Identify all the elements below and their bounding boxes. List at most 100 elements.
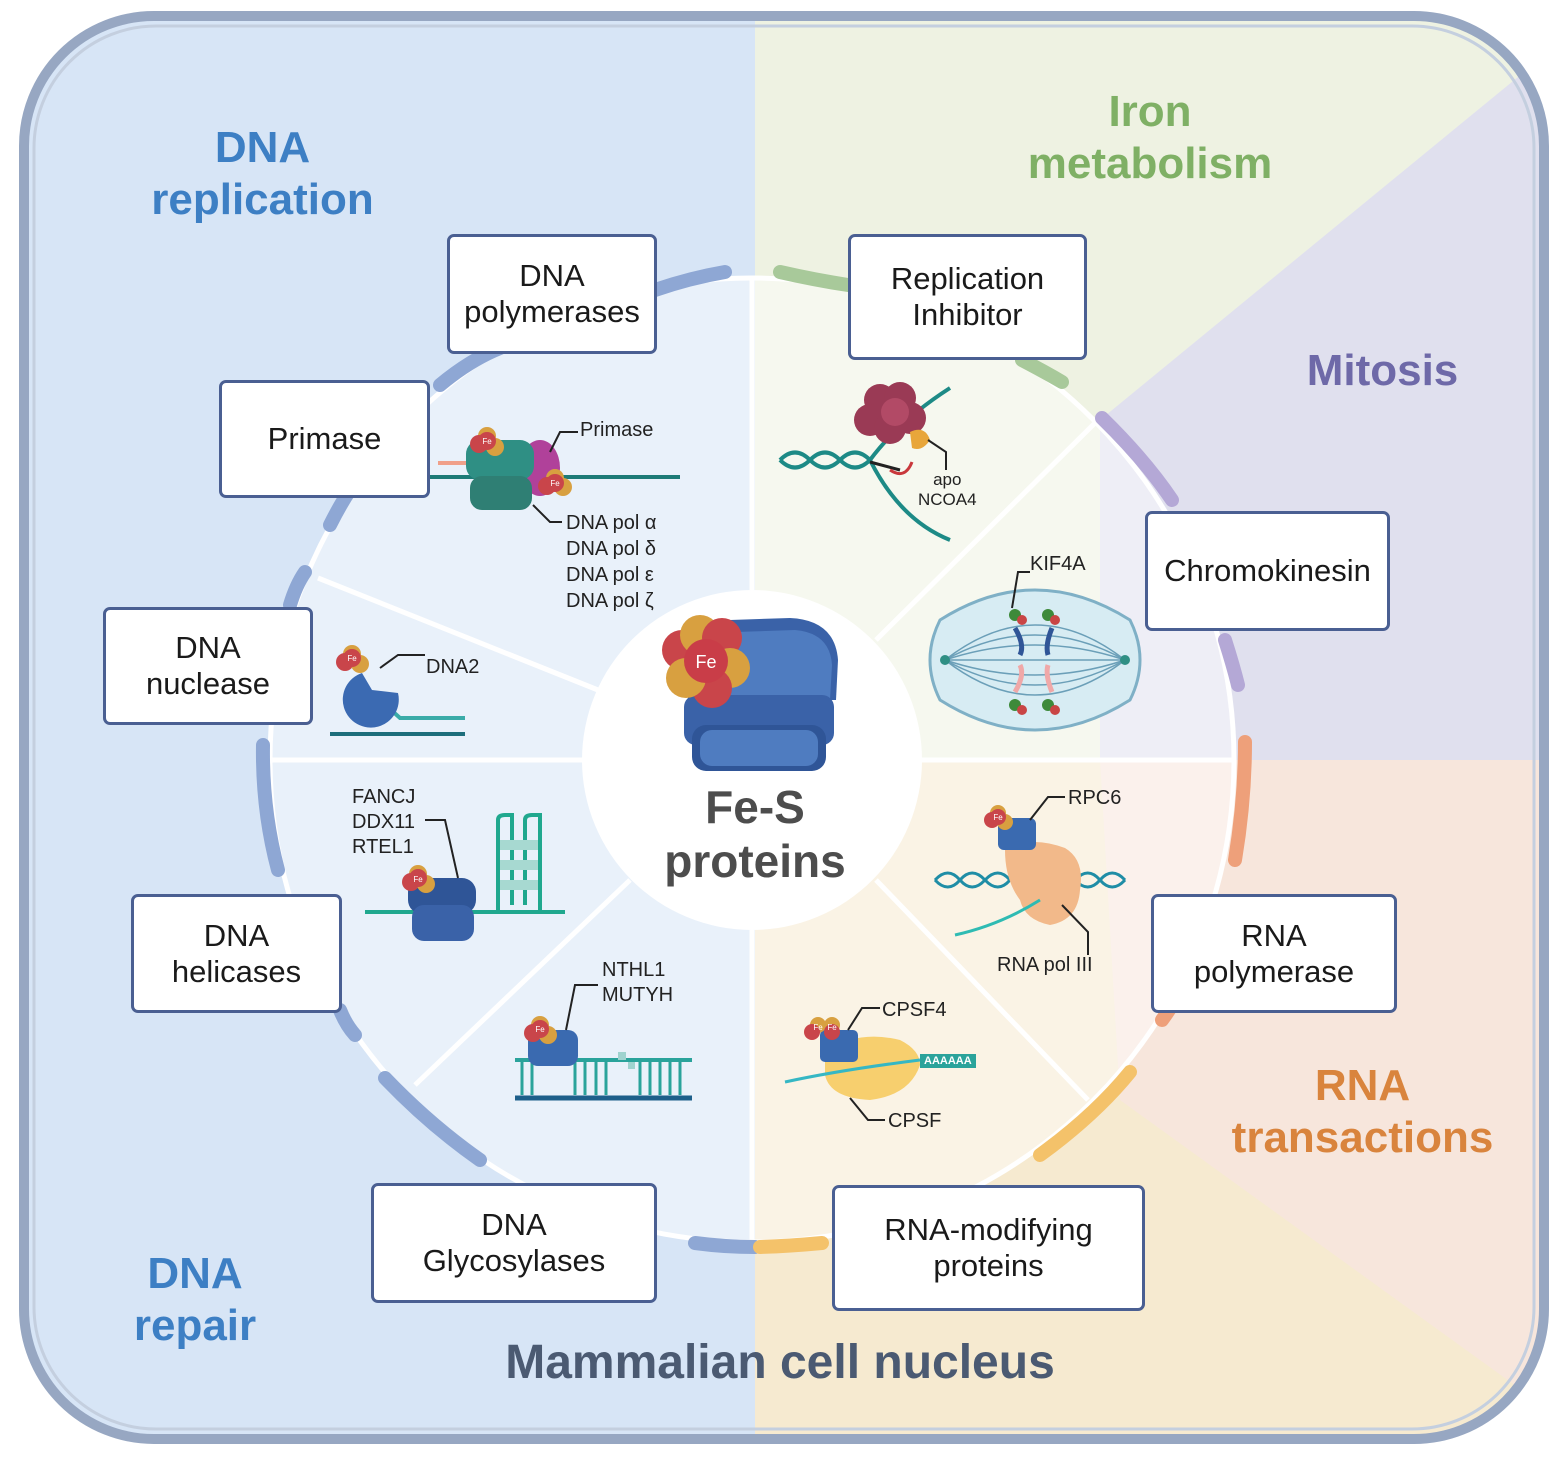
category-line: DNA xyxy=(214,123,311,172)
category-line: Iron xyxy=(1108,87,1192,136)
box-line: Replication xyxy=(890,261,1045,296)
label-text: RTEL1 xyxy=(352,836,414,858)
center-title-line: proteins xyxy=(664,835,846,887)
fe-marker-text: Fe xyxy=(993,813,1003,822)
fe-marker-text: Fe xyxy=(482,437,492,446)
label-glycosylase-genes: NTHL1 MUTYH xyxy=(602,958,673,1008)
box-line: RNA-modifying xyxy=(884,1212,1093,1247)
arc-chromokinesin xyxy=(1218,633,1245,692)
label-helicase-genes: FANCJ DDX11 RTEL1 xyxy=(352,785,415,860)
label-text: DNA pol ε xyxy=(566,564,654,586)
cpsf-illustration xyxy=(784,1007,976,1121)
arc-iron xyxy=(773,265,855,292)
label-dna-pols: DNA pol α DNA pol δ DNA pol ε DNA pol ζ xyxy=(566,510,657,614)
label-text: KIF4A xyxy=(1030,553,1086,575)
label-cpsf: CPSF xyxy=(888,1109,941,1134)
arc-mitosis xyxy=(1095,411,1179,507)
ncoa4-illustration xyxy=(778,382,952,542)
label-text: DNA pol ζ xyxy=(566,590,654,612)
category-line: Mitosis xyxy=(1306,346,1459,395)
fe-marker-text: Fe xyxy=(347,654,357,663)
arc-bottom-blue xyxy=(688,1236,762,1254)
center-title: Fe-S proteins xyxy=(620,780,890,888)
box-dna-polymerases: DNA polymerases xyxy=(447,234,657,354)
label-text: DNA pol δ xyxy=(566,538,657,560)
box-chromokinesin: Chromokinesin xyxy=(1145,511,1390,631)
label-text: RNA pol III xyxy=(997,954,1093,976)
primase-illustration xyxy=(430,427,680,523)
category-rna-transactions: RNA transactions xyxy=(1225,1060,1500,1164)
fe-marker-text: Fe xyxy=(813,1023,823,1032)
box-rna-modifying-proteins: RNA-modifying proteins xyxy=(832,1185,1145,1311)
box-line: DNA xyxy=(519,258,585,293)
arc-helicases xyxy=(255,738,285,877)
label-text: DNA pol α xyxy=(566,512,657,534)
label-text: RPC6 xyxy=(1068,787,1122,809)
dna2-illustration xyxy=(330,645,465,736)
box-line: Chromokinesin xyxy=(1164,553,1371,588)
spindle-illustration xyxy=(928,571,1142,732)
spokes xyxy=(270,280,1234,1242)
arc-helicases-2 xyxy=(333,1003,362,1042)
box-line: Glycosylases xyxy=(422,1243,606,1278)
label-text: DNA2 xyxy=(426,656,480,678)
category-mitosis: Mitosis xyxy=(1290,345,1475,397)
box-line: proteins xyxy=(933,1248,1044,1283)
category-line: metabolism xyxy=(1027,139,1273,188)
arc-dna-polymerases-2 xyxy=(648,265,732,297)
fe-marker-text: Fe xyxy=(827,1023,837,1032)
category-dna-repair: DNA repair xyxy=(110,1248,280,1352)
label-primase: Primase xyxy=(580,418,653,443)
box-line: DNA xyxy=(481,1207,547,1242)
center-fe-text: Fe xyxy=(695,652,716,672)
arc-iron-2 xyxy=(1015,353,1069,389)
label-text: DDX11 xyxy=(352,811,415,833)
arc-bottom-yellow xyxy=(753,1236,829,1254)
center-fe-cluster xyxy=(662,615,750,708)
rnapol-illustration xyxy=(933,796,1127,955)
label-dna2: DNA2 xyxy=(426,655,479,680)
category-line: DNA xyxy=(147,1249,243,1298)
category-line: repair xyxy=(133,1301,257,1350)
category-line: transactions xyxy=(1231,1113,1494,1162)
box-line: helicases xyxy=(171,953,302,989)
box-dna-helicases: DNA helicases xyxy=(131,894,342,1013)
label-text: Primase xyxy=(580,419,654,441)
box-line: Inhibitor xyxy=(912,297,1023,332)
label-kif4a: KIF4A xyxy=(1030,552,1086,577)
arc-rna-polymerase-2 xyxy=(1228,735,1252,867)
box-dna-glycosylases: DNA Glycosylases xyxy=(371,1183,657,1303)
label-text: apo xyxy=(933,470,962,489)
center-title-line: Fe-S xyxy=(705,781,805,833)
label-text: AAAAAA xyxy=(924,1055,972,1067)
nuclear-envelope-outer xyxy=(19,11,1549,1444)
fe-marker-text: Fe xyxy=(413,875,423,884)
box-replication-inhibitor: Replication Inhibitor xyxy=(848,234,1087,360)
category-dna-replication: DNA replication xyxy=(130,122,395,226)
box-line: nuclease xyxy=(145,666,271,701)
label-text: NCOA4 xyxy=(918,490,977,509)
arc-rna-modifying xyxy=(1033,1065,1137,1162)
helicase-illustration xyxy=(365,813,565,941)
label-text: CPSF xyxy=(888,1110,942,1132)
label-text: MUTYH xyxy=(602,984,674,1006)
label-rna-pol-iii: RNA pol III xyxy=(997,953,1093,978)
box-line: Primase xyxy=(267,421,382,456)
box-line: DNA xyxy=(203,917,270,953)
label-text: CPSF4 xyxy=(882,999,947,1021)
nucleus-label: Mammalian cell nucleus xyxy=(505,1336,1055,1389)
label-rpc6: RPC6 xyxy=(1068,786,1121,811)
arc-nuclease xyxy=(283,565,312,612)
box-line: RNA xyxy=(1241,917,1307,953)
label-text: NTHL1 xyxy=(602,959,666,981)
arc-glycosylases xyxy=(378,1071,487,1167)
box-primase: Primase xyxy=(219,380,430,498)
fe-marker-text: Fe xyxy=(550,479,560,488)
box-rna-polymerase: RNA polymerase xyxy=(1151,894,1397,1013)
label-text: FANCJ xyxy=(352,786,416,808)
box-line: polymerase xyxy=(1193,953,1355,989)
fe-marker-text: Fe xyxy=(535,1025,545,1034)
glycosylase-illustration xyxy=(515,984,692,1101)
label-polya: AAAAAA xyxy=(924,1054,972,1068)
